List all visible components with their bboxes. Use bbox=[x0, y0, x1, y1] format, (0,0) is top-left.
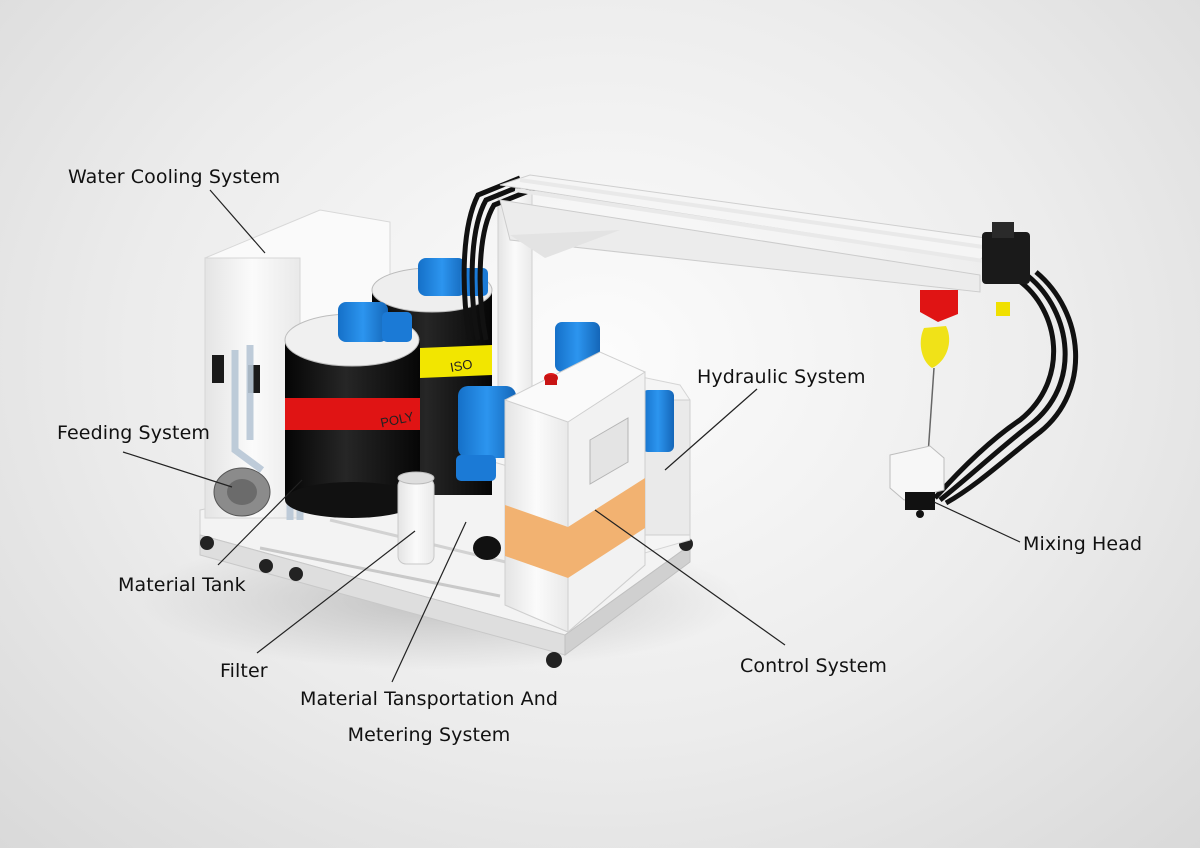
leader-lines bbox=[122, 189, 1021, 683]
stirrer-motors bbox=[338, 258, 488, 342]
label-hydraulic-system: Hydraulic System bbox=[697, 366, 866, 388]
leader-material-tank bbox=[217, 479, 303, 566]
valve-block bbox=[982, 222, 1030, 284]
control-cabinet bbox=[504, 351, 646, 634]
boom-arm bbox=[499, 174, 1002, 293]
label-control-system: Control System bbox=[740, 655, 887, 677]
leader-feeding bbox=[122, 451, 233, 488]
poly-band-label: POLY bbox=[379, 409, 415, 431]
leader-transport bbox=[391, 521, 467, 683]
label-material-transport-metering: Material Tansportation And Metering Syst… bbox=[292, 681, 566, 753]
label-feeding-system: Feeding System bbox=[57, 422, 211, 444]
iso-band-label: ISO bbox=[449, 356, 474, 375]
leader-mixing-head bbox=[933, 501, 1021, 543]
leader-hydraulic bbox=[664, 388, 758, 471]
label-transport-line2: Metering System bbox=[347, 724, 511, 746]
poly-tank: POLY bbox=[284, 313, 420, 518]
nozzle-assembly bbox=[920, 290, 1010, 456]
label-water-cooling-system: Water Cooling System bbox=[68, 166, 281, 188]
leader-filter bbox=[256, 530, 416, 654]
leader-control bbox=[594, 509, 786, 646]
label-filter: Filter bbox=[220, 660, 268, 682]
filter-housing bbox=[397, 471, 435, 565]
feeding-pump bbox=[213, 467, 271, 517]
water-cooling-unit bbox=[204, 209, 391, 519]
metering-pumps bbox=[456, 386, 516, 560]
label-material-tank: Material Tank bbox=[118, 574, 246, 596]
hose-bundle-left bbox=[461, 175, 537, 341]
label-transport-line1: Material Tansportation And bbox=[300, 688, 558, 710]
leader-water-cooling bbox=[209, 189, 266, 254]
mixing-head bbox=[889, 445, 945, 518]
hose-bundle-right bbox=[933, 270, 1079, 506]
label-mixing-head: Mixing Head bbox=[1023, 533, 1143, 555]
